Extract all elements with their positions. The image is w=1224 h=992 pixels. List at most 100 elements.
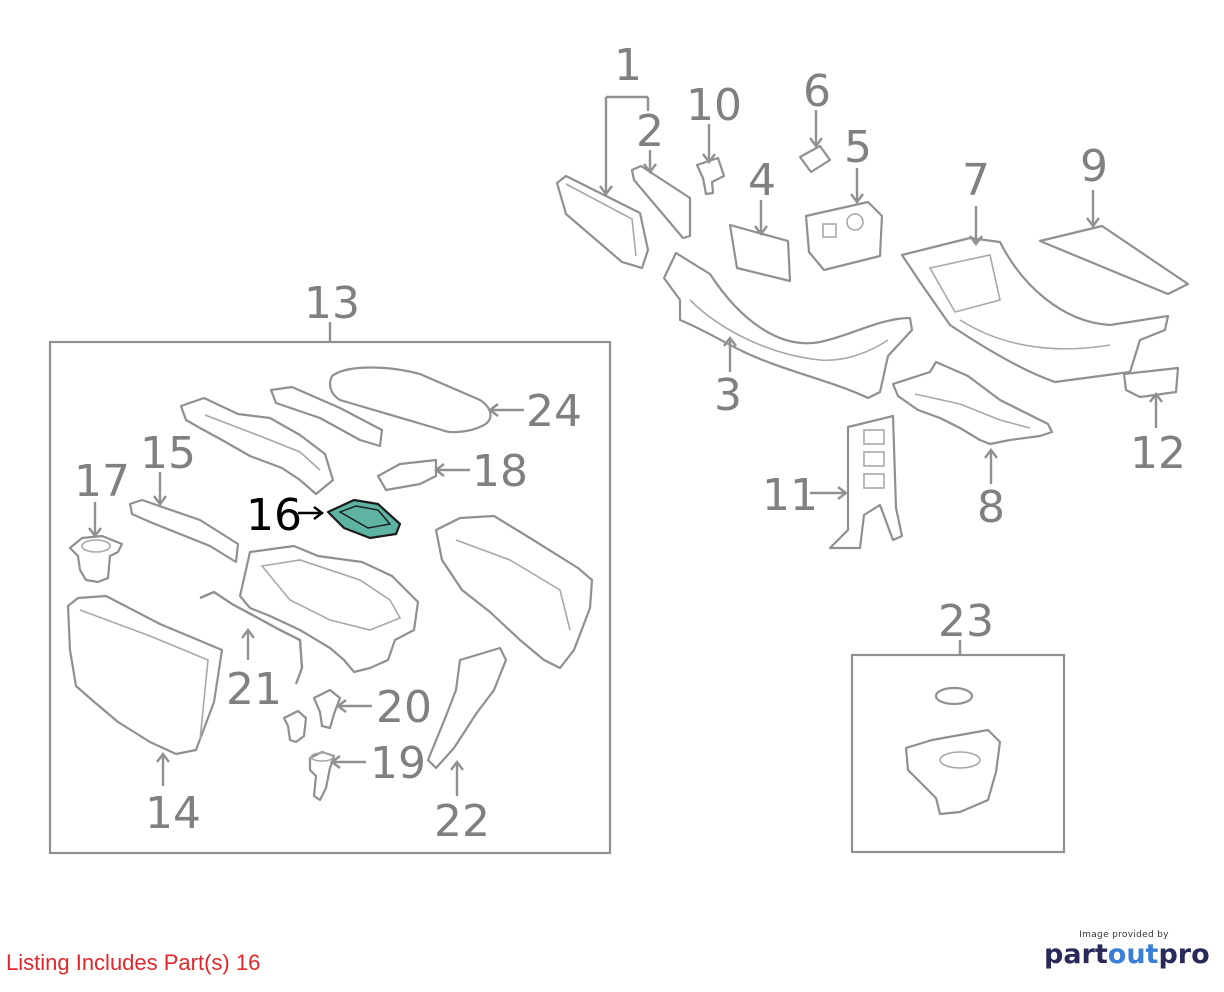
callout-9: 9 xyxy=(1080,141,1108,192)
callout-17: 17 xyxy=(74,456,130,507)
callout-12: 12 xyxy=(1130,428,1186,479)
arrow-3 xyxy=(723,336,737,347)
part-23-cup[interactable] xyxy=(904,728,1002,816)
arrow-10 xyxy=(702,153,716,164)
part-9-mat[interactable] xyxy=(1038,224,1190,296)
part-11-slot-a xyxy=(863,429,885,445)
part-19-top xyxy=(310,752,334,762)
callout-1: 1 xyxy=(614,40,642,91)
part-13-right-panel-detail xyxy=(455,539,571,631)
part-20-clip[interactable] xyxy=(312,688,342,730)
callout-5: 5 xyxy=(844,122,872,173)
part-23-cup-opening xyxy=(939,751,981,769)
part-14-detail xyxy=(79,609,209,741)
part-1-detail xyxy=(565,183,637,257)
callout-13: 13 xyxy=(304,278,360,329)
brand-logo: partoutpro xyxy=(1044,939,1210,970)
part-8-detail xyxy=(914,393,1031,429)
part-12-clip[interactable] xyxy=(1122,366,1180,399)
assembly-23-box xyxy=(850,653,1066,854)
part-17-cup-opening xyxy=(81,539,111,553)
part-13-frame-detail xyxy=(204,414,321,471)
listing-note: Listing Includes Part(s) 16 xyxy=(6,950,261,975)
part-8-bracket[interactable] xyxy=(891,360,1054,446)
part-13-frame[interactable] xyxy=(179,396,335,496)
part-22-rear-cover[interactable] xyxy=(426,646,508,770)
part-13-small-clip[interactable] xyxy=(282,709,308,744)
part-11-plate[interactable] xyxy=(828,414,904,550)
part-2-panel[interactable] xyxy=(630,164,692,240)
part-6-switch[interactable] xyxy=(798,144,832,174)
leader-1 xyxy=(604,95,650,192)
callout-24: 24 xyxy=(526,386,582,437)
callout-22: 22 xyxy=(434,796,490,847)
callout-10: 10 xyxy=(686,80,742,131)
part-7-opening xyxy=(928,254,1001,313)
arrow-2 xyxy=(643,163,657,174)
callout-16: 16 xyxy=(246,490,302,541)
part-11-slot-b xyxy=(863,451,885,467)
arrow-15 xyxy=(153,495,167,506)
part-23-grommet[interactable] xyxy=(934,686,974,706)
arrow-20 xyxy=(336,699,347,713)
part-14-side-panel[interactable] xyxy=(66,594,224,756)
image-credit: Image provided by partoutpro xyxy=(1044,930,1210,970)
callout-20: 20 xyxy=(376,682,432,733)
callout-7: 7 xyxy=(962,155,990,206)
callout-3: 3 xyxy=(714,370,742,421)
callout-4: 4 xyxy=(748,155,776,206)
brand-accent: out xyxy=(1107,939,1159,970)
arrow-7 xyxy=(969,235,983,246)
part-13-main-box-inner xyxy=(260,559,402,631)
arrow-19 xyxy=(330,755,341,769)
part-18-trim[interactable] xyxy=(376,458,438,492)
part-11-slot-c xyxy=(863,473,885,489)
part-13-right-panel[interactable] xyxy=(434,514,594,670)
part-13-main-box[interactable] xyxy=(238,544,420,674)
arrow-4 xyxy=(754,225,768,236)
part-17-cup-holder[interactable] xyxy=(68,534,124,584)
part-10-clip[interactable] xyxy=(695,156,726,196)
arrow-9 xyxy=(1086,217,1100,228)
callout-2: 2 xyxy=(636,106,664,157)
arrow-6 xyxy=(809,137,823,148)
callout-19: 19 xyxy=(370,738,426,789)
part-1-trim[interactable] xyxy=(555,174,650,270)
arrow-24 xyxy=(488,403,499,417)
credit-caption: Image provided by xyxy=(1079,930,1169,940)
callout-21: 21 xyxy=(226,664,282,715)
part-5-switch-panel[interactable] xyxy=(804,200,884,272)
callout-11: 11 xyxy=(762,470,818,521)
arrow-17 xyxy=(88,527,102,538)
part-3-console-body[interactable] xyxy=(662,251,914,400)
arrow-18 xyxy=(434,463,445,477)
part-5-knob xyxy=(846,213,864,231)
part-16-tray-inner xyxy=(338,505,392,529)
callout-15: 15 xyxy=(140,428,196,479)
arrow-14 xyxy=(156,752,170,763)
brand-part2: pro xyxy=(1158,939,1210,970)
callout-18: 18 xyxy=(472,446,528,497)
part-5-button xyxy=(822,223,837,238)
part-24-armrest[interactable] xyxy=(329,366,492,434)
arrow-22 xyxy=(450,760,464,771)
part-24-rail[interactable] xyxy=(269,385,384,448)
part-16-tray[interactable] xyxy=(326,498,402,540)
arrow-1 xyxy=(599,185,613,196)
part-3-detail xyxy=(689,299,889,362)
part-7-detail xyxy=(959,319,1111,350)
part-21-wire[interactable] xyxy=(199,590,304,685)
arrow-21 xyxy=(241,628,255,639)
arrow-16 xyxy=(313,506,324,520)
callout-23: 23 xyxy=(938,596,994,647)
arrow-11 xyxy=(837,486,848,500)
callout-6: 6 xyxy=(803,66,831,117)
arrow-8 xyxy=(984,448,998,459)
part-4-lid[interactable] xyxy=(728,223,792,283)
brand-part1: part xyxy=(1044,939,1108,970)
arrow-12 xyxy=(1149,392,1163,403)
callout-14: 14 xyxy=(145,788,201,839)
arrow-5 xyxy=(850,193,864,204)
part-15-strip[interactable] xyxy=(128,498,240,564)
